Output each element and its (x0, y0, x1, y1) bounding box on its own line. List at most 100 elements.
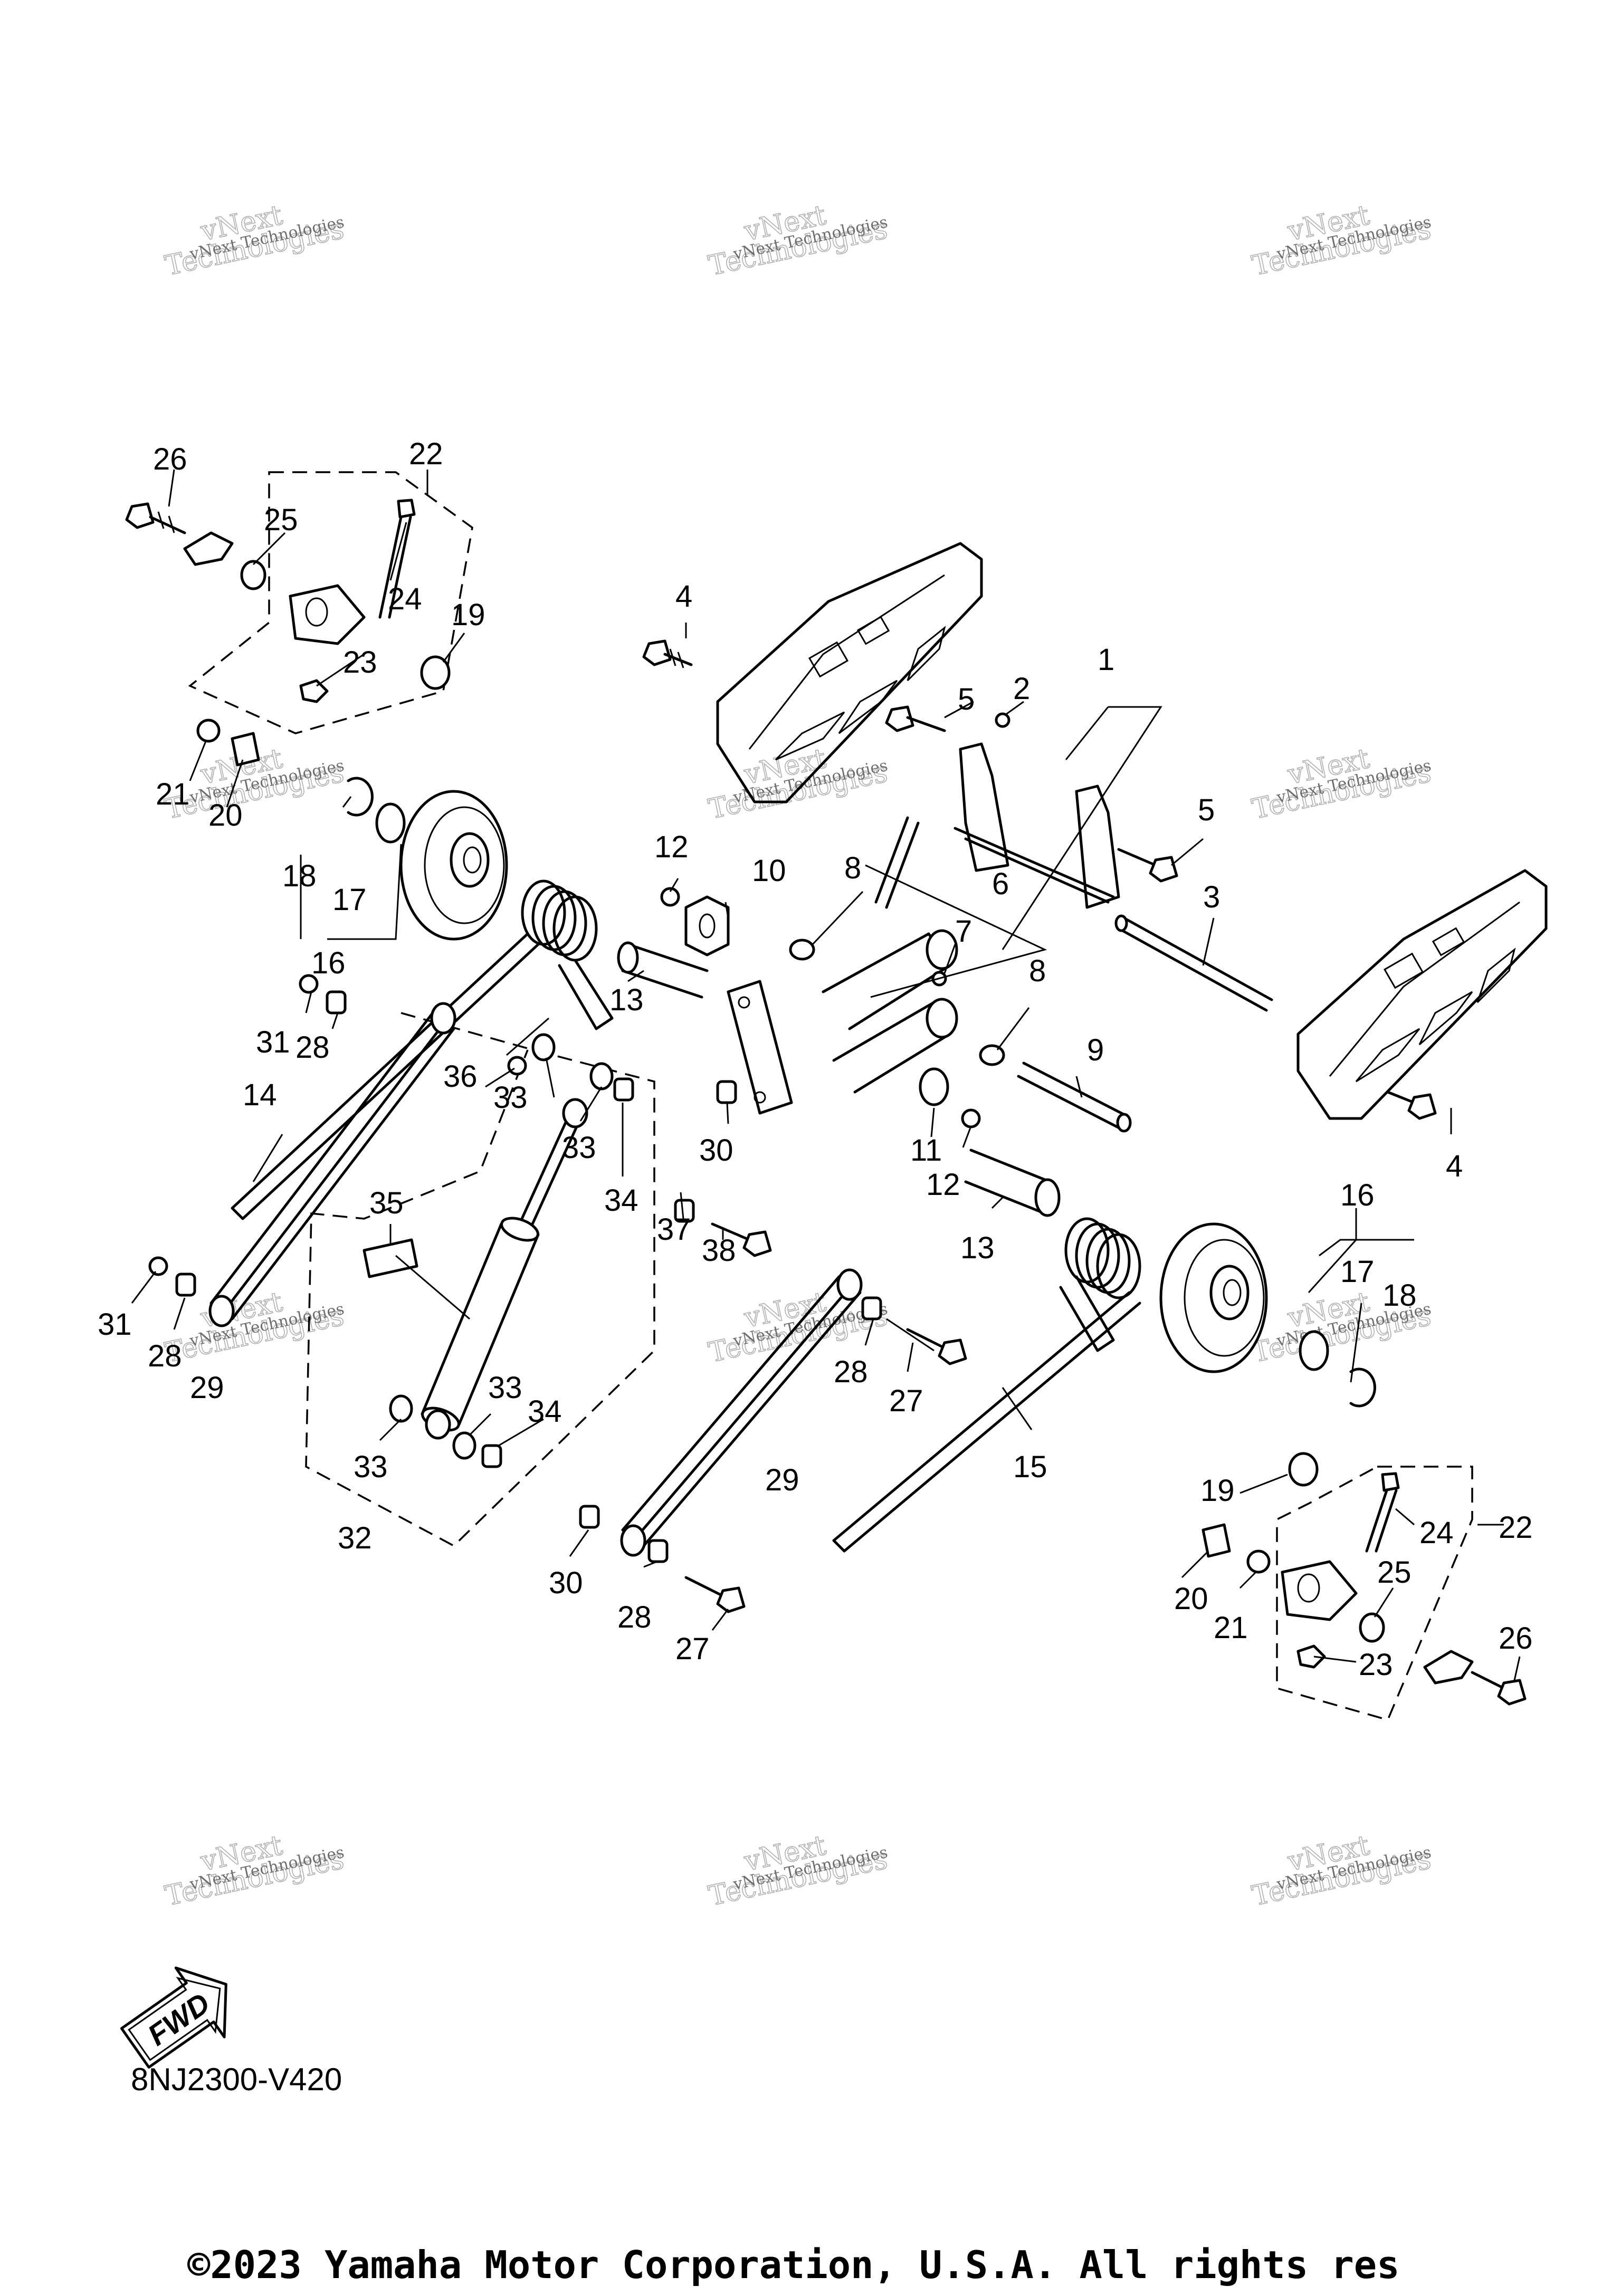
label-32: 32 (338, 1521, 372, 1555)
nut-36 (507, 1056, 527, 1076)
watermark: Technologies vNext vNext Technologies (1249, 742, 1434, 826)
bushing-20-left (231, 732, 260, 767)
label-30: 30 (549, 1566, 583, 1600)
watermark: Technologies vNext vNext Technologies (162, 1829, 347, 1912)
label-27: 27 (675, 1632, 710, 1666)
label-28: 28 (617, 1600, 652, 1634)
label-33: 33 (562, 1131, 596, 1165)
collar-25-right (1359, 1612, 1385, 1643)
washer-21-left (196, 719, 221, 743)
collar-33-b (589, 1062, 614, 1090)
label-29: 29 (190, 1371, 224, 1405)
label-6: 6 (992, 867, 1009, 901)
label-26: 26 (153, 442, 187, 476)
watermark-layer: Technologies vNext vNext Technologies Te… (162, 199, 1434, 1912)
label-10: 10 (752, 854, 786, 888)
label-21: 21 (1214, 1611, 1248, 1645)
label-13: 13 (609, 983, 644, 1017)
bracket-22-right (1281, 1560, 1358, 1621)
plate-26-right (1423, 1650, 1474, 1685)
washer-12-lower (961, 1108, 981, 1128)
copyright-notice: ©2023 Yamaha Motor Corporation, U.S.A. A… (187, 2243, 1399, 2287)
label-27: 27 (889, 1384, 923, 1418)
plate-26-left (183, 531, 234, 566)
label-38: 38 (702, 1233, 736, 1268)
link-29-right (620, 1268, 863, 1557)
watermark: Technologies vNext vNext Technologies (162, 199, 347, 282)
label-9: 9 (1087, 1033, 1104, 1067)
label-19: 19 (451, 598, 485, 632)
label-2: 2 (1013, 672, 1030, 706)
collar-28-b (175, 1273, 196, 1297)
collar-28-d (647, 1539, 669, 1563)
label-34: 34 (528, 1394, 562, 1429)
bolt-24-right (1365, 1472, 1400, 1553)
label-16: 16 (1340, 1178, 1375, 1212)
label-26: 26 (1499, 1621, 1533, 1656)
label-18: 18 (282, 859, 317, 893)
label-33: 33 (493, 1080, 528, 1115)
label-12: 12 (926, 1168, 960, 1202)
label-33: 33 (488, 1371, 522, 1405)
bolt-4-top (642, 639, 693, 668)
collar-30-a (716, 1080, 737, 1104)
label-3: 3 (1203, 880, 1220, 914)
label-28: 28 (295, 1030, 330, 1065)
collar-37 (674, 1199, 695, 1223)
label-34: 34 (604, 1183, 638, 1218)
label-1: 1 (1098, 643, 1114, 677)
label-12: 12 (654, 830, 689, 864)
collar-34-a (613, 1077, 634, 1102)
label-19: 19 (1200, 1474, 1235, 1508)
label-5: 5 (1198, 793, 1215, 827)
label-36: 36 (443, 1059, 478, 1094)
label-plate-35 (363, 1238, 418, 1278)
assembly-boundary-22-left (188, 471, 473, 734)
watermark: Technologies vNext vNext Technologies (705, 199, 891, 282)
label-25: 25 (264, 503, 298, 537)
collar-33-c (389, 1394, 413, 1423)
assembly-boundary-32 (305, 1012, 655, 1547)
bushing-8-lower (979, 1044, 1005, 1066)
label-29: 29 (765, 1463, 799, 1497)
watermark: Technologies vNext vNext Technologies (1249, 199, 1434, 282)
nut-31-b (148, 1256, 168, 1276)
bushing-8-upper (789, 939, 815, 961)
bolt-4-right (1386, 1090, 1437, 1120)
swing-arm-6 (727, 816, 958, 1115)
bolt-26-right (1471, 1671, 1527, 1706)
shaft-9 (1017, 1061, 1132, 1133)
label-31: 31 (256, 1025, 290, 1059)
label-17: 17 (332, 883, 367, 917)
label-28: 28 (148, 1339, 182, 1373)
label-30: 30 (699, 1133, 733, 1168)
label-4: 4 (1446, 1149, 1463, 1183)
idler-wheel-16-left (399, 790, 508, 941)
label-16: 16 (311, 946, 346, 980)
collar-11 (919, 1067, 949, 1106)
watermark: Technologies vNext vNext Technologies (705, 1829, 891, 1912)
torsion-spring-15 (832, 1217, 1141, 1553)
bolt-24-left (378, 499, 416, 619)
leader-lines (131, 469, 1521, 1681)
label-11: 11 (910, 1133, 942, 1168)
idler-wheel-16-right (1159, 1222, 1268, 1373)
nut-23-left (299, 679, 329, 703)
assembly-boundary-22-right (1276, 1466, 1473, 1721)
part-labels: 1 2 3 4 4 5 5 6 7 8 8 9 10 11 12 12 13 1… (98, 437, 1533, 1682)
label-37: 37 (657, 1212, 691, 1247)
bearing-17-right (1299, 1330, 1329, 1371)
label-8: 8 (844, 851, 861, 885)
diagram-code: 8NJ2300-V420 (131, 2062, 342, 2097)
label-20: 20 (208, 798, 243, 833)
collar-28-a (326, 990, 347, 1015)
washer-12-upper (660, 887, 680, 907)
torsion-spring-14 (231, 879, 614, 1220)
label-22: 22 (1499, 1510, 1533, 1545)
collar-30-b (579, 1505, 600, 1529)
label-33: 33 (354, 1450, 388, 1484)
bolt-27-upper (906, 1328, 967, 1365)
label-4: 4 (675, 579, 692, 614)
collar-19-right (1288, 1452, 1319, 1487)
label-18: 18 (1382, 1278, 1417, 1313)
